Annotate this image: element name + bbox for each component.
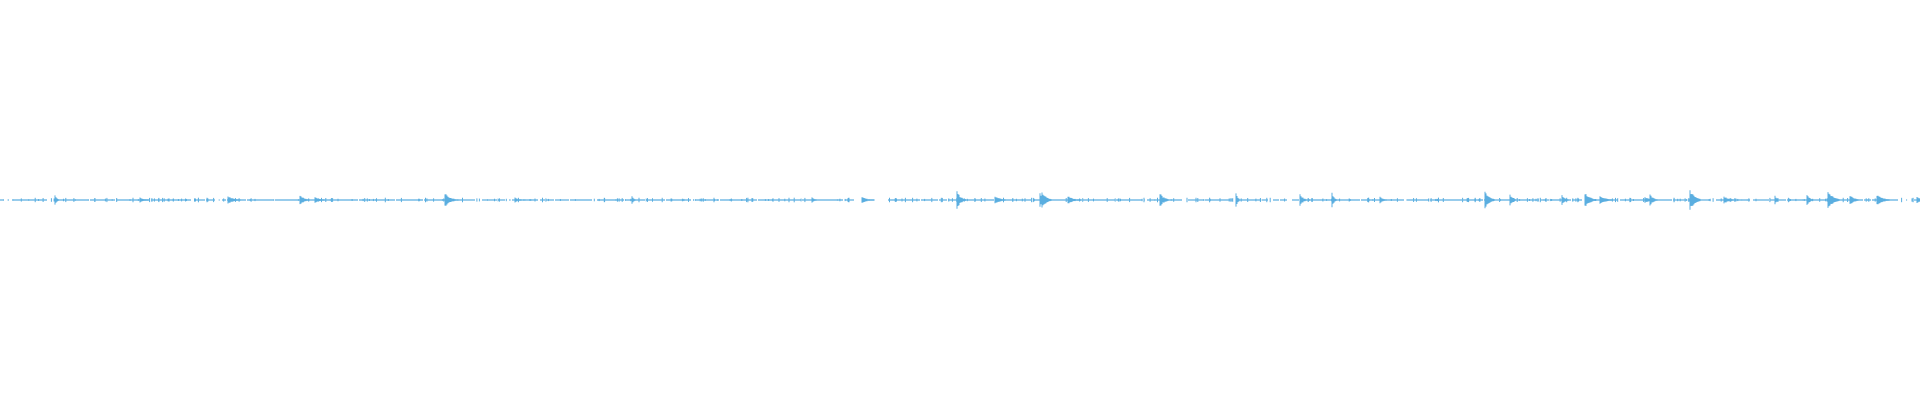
waveform-transient — [956, 191, 965, 209]
waveform-transient — [444, 194, 457, 206]
waveform-transient — [1849, 196, 1859, 204]
waveform-transient — [1723, 196, 1734, 204]
waveform-transient — [1041, 192, 1052, 208]
waveform-transient — [1774, 195, 1779, 205]
waveform-transient — [1067, 196, 1081, 204]
waveform-transient — [54, 195, 59, 205]
waveform-transient — [1039, 193, 1044, 207]
waveform-transient — [631, 196, 636, 204]
waveform-transient — [1484, 191, 1495, 209]
waveform-transient — [1649, 194, 1658, 206]
waveform-transient — [314, 197, 325, 203]
waveform-transient — [811, 197, 817, 203]
waveform-transient — [1159, 194, 1169, 206]
waveform-transient — [1876, 195, 1890, 205]
waveform-transient — [1299, 194, 1307, 206]
waveform-transient — [1916, 197, 1920, 203]
waveform-transient — [1331, 192, 1337, 208]
waveform-transient — [1379, 196, 1387, 204]
waveform-transient — [1827, 192, 1840, 208]
waveform-transient — [1689, 190, 1701, 210]
waveform-transient — [994, 196, 1006, 204]
waveform-transient — [1561, 195, 1569, 205]
waveform-transient — [514, 197, 522, 203]
waveform-transient — [1806, 195, 1813, 205]
waveform-transient — [1584, 194, 1596, 206]
waveform-transient — [1235, 193, 1240, 207]
waveform-transient — [1509, 194, 1516, 206]
waveform-transient — [299, 195, 310, 205]
waveform-transient — [139, 197, 149, 203]
waveform-transient — [227, 196, 241, 204]
waveform-transient — [1599, 196, 1613, 204]
waveform-transient — [861, 197, 875, 203]
